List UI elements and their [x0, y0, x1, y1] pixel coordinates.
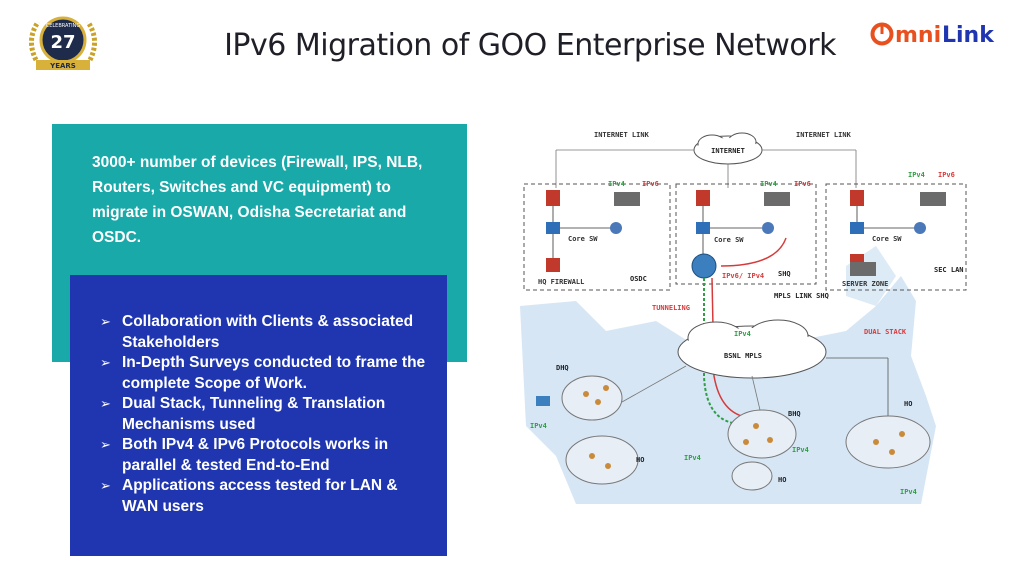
- list-item: ➢ Both IPv4 & IPv6 Protocols works in par…: [100, 435, 435, 476]
- page-title: IPv6 Migration of GOO Enterprise Network: [224, 28, 836, 63]
- internet-label: INTERNET: [711, 147, 745, 155]
- shq-label: SHQ: [778, 270, 791, 278]
- badge-line1: CELEBRATING: [46, 23, 81, 29]
- bhq-ho-label: HO: [778, 476, 786, 484]
- list-item-text: Applications access tested for LAN & WAN…: [122, 477, 398, 515]
- dhq-label: DHQ: [556, 364, 569, 372]
- ho-right-ipv4-label: IPv4: [900, 488, 917, 496]
- osdc-ipv6-label: IPv6: [642, 180, 659, 188]
- company-logo: mni Link: [868, 16, 1018, 52]
- list-item: ➢ In-Depth Surveys conducted to frame the…: [100, 353, 435, 394]
- sec-core-sw-label: Core SW: [872, 235, 902, 243]
- ho-ipv4-label: IPv4: [684, 454, 701, 462]
- dual-stack-label: DUAL STACK: [864, 328, 907, 336]
- sec-ipv6-label: IPv6: [938, 171, 955, 179]
- logo-text-b: Link: [942, 23, 995, 48]
- badge-years: 27: [50, 32, 75, 53]
- osdc-firewall-label: HQ FIREWALL: [538, 278, 584, 286]
- mpls-link-label: MPLS LINK SHQ: [774, 292, 829, 300]
- list-item-text: Dual Stack, Tunneling & Translation Mech…: [122, 395, 386, 433]
- mpls-ipv4-label: IPv4: [734, 330, 751, 338]
- server-zone-label: SERVER ZONE: [842, 280, 888, 288]
- shq-core-sw-label: Core SW: [714, 236, 744, 244]
- sec-lan-devices: Core SW SERVER ZONE IPv4 IPv6 SEC LAN: [842, 171, 964, 288]
- sec-lan-box: [825, 183, 967, 291]
- dhq-ipv4-label: IPv4: [530, 422, 547, 430]
- tunneling-label: TUNNELING: [652, 304, 690, 312]
- shq-ipv4-label: IPv4: [760, 180, 777, 188]
- shq-box: [675, 183, 817, 285]
- bhq-label: BHQ: [788, 410, 801, 418]
- bsnl-mpls-label: BSNL MPLS: [724, 352, 762, 360]
- osdc-label: OSDC: [630, 275, 647, 283]
- dhq-ho-label: HO: [636, 456, 644, 464]
- internet-link-right-label: INTERNET LINK: [796, 131, 852, 139]
- bullet-marker: ➢: [100, 478, 111, 493]
- list-item: ➢ Applications access tested for LAN & WA…: [100, 476, 435, 517]
- shq-ipv6-label: IPv6: [794, 180, 811, 188]
- list-item-text: Collaboration with Clients & associated …: [122, 313, 414, 351]
- badge-line2: YEARS: [49, 62, 76, 70]
- ho-right-cluster: HO IPv4: [826, 357, 931, 496]
- bhq-cluster: BHQ IPv4 HO: [727, 375, 809, 491]
- bsnl-mpls-cloud: IPv4 BSNL MPLS: [677, 319, 827, 379]
- logo-text-a: mni: [895, 23, 941, 48]
- bullet-marker: ➢: [100, 355, 111, 370]
- osdc-core-sw-label: Core SW: [568, 235, 598, 243]
- list-item: ➢ Collaboration with Clients & associated…: [100, 312, 435, 353]
- shq-devices: Core SW IPv4 IPv6 SHQ IPv6/ IPv4: [691, 180, 811, 280]
- list-item-text: Both IPv4 & IPv6 Protocols works in para…: [122, 436, 389, 474]
- dhq-cluster: DHQ IPv4 HO IPv4: [530, 364, 701, 485]
- bullet-marker: ➢: [100, 396, 111, 411]
- ho-right-label: HO: [904, 400, 912, 408]
- intro-text: 3000+ number of devices (Firewall, IPS, …: [92, 154, 423, 246]
- osdc-ipv4-label: IPv4: [608, 180, 625, 188]
- bullet-marker: ➢: [100, 314, 111, 329]
- internet-link-left-label: INTERNET LINK: [594, 131, 650, 139]
- bullet-marker: ➢: [100, 437, 111, 452]
- highlights-list: ➢ Collaboration with Clients & associated…: [100, 312, 435, 517]
- list-item: ➢ Dual Stack, Tunneling & Translation Mec…: [100, 394, 435, 435]
- anniversary-badge: CELEBRATING 27 YEARS: [22, 10, 104, 76]
- bhq-ipv4-label: IPv4: [792, 446, 809, 454]
- internet-cloud: INTERNET: [693, 132, 763, 165]
- osdc-box: [523, 183, 671, 291]
- sec-ipv4-label: IPv4: [908, 171, 925, 179]
- list-item-text: In-Depth Surveys conducted to frame the …: [122, 354, 426, 392]
- ipv6-ipv4-label: IPv6/ IPv4: [722, 272, 764, 280]
- network-diagram: INTERNET INTERNET LINK INTERNET LINK Cor…: [516, 126, 968, 504]
- highlights-panel: [70, 275, 447, 556]
- osdc-devices: Core SW HQ FIREWALL IPv4 IPv6 OSDC: [538, 180, 659, 286]
- sec-lan-label: SEC LAN: [934, 266, 964, 274]
